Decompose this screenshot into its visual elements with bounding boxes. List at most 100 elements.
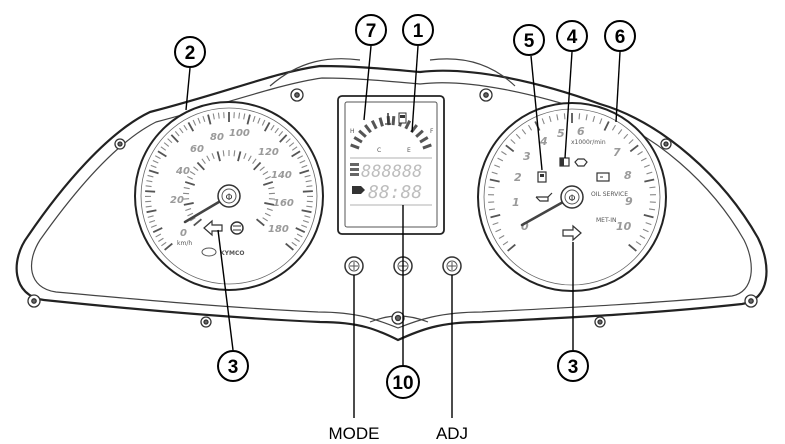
- speedometer-unit: km/h: [177, 240, 192, 247]
- tachometer-tick: [623, 133, 629, 140]
- speedometer-tick: [278, 131, 284, 137]
- tachometer-scale-8: 8: [624, 169, 632, 182]
- speedometer-tick: [152, 227, 163, 234]
- tachometer-scale-4: 4: [539, 135, 548, 148]
- speedometer-inner-tick: [253, 161, 262, 171]
- tachometer-tick: [648, 208, 656, 211]
- temperature-bar: [364, 124, 372, 134]
- engine-oil-icon: [352, 186, 365, 194]
- screw: [200, 316, 212, 328]
- adj-button[interactable]: [442, 256, 462, 276]
- callout-3-left: 3: [217, 350, 249, 382]
- callout-1-label: 1: [413, 21, 424, 42]
- tachometer-tick: [643, 214, 654, 219]
- speedometer-tick: [149, 220, 156, 223]
- speedometer-tick: [243, 113, 246, 120]
- temperature-bar: [370, 120, 378, 130]
- callout-4: 4: [556, 20, 588, 52]
- screw: [594, 316, 606, 328]
- leader-line: [615, 51, 621, 123]
- callout-7: 7: [355, 14, 387, 46]
- tachometer-tick: [603, 121, 610, 131]
- oil-pressure-icon: [535, 192, 553, 202]
- speedometer-tick: [167, 138, 173, 144]
- speedometer-tick: [155, 233, 162, 238]
- speedometer-tick: [301, 209, 312, 214]
- speedometer-inner-tick: [206, 155, 211, 162]
- speedometer-inner-tick: [266, 208, 273, 211]
- speedometer-inner-tick: [268, 187, 275, 190]
- leader-line: [530, 55, 543, 171]
- speedometer-inner-tick: [201, 158, 206, 165]
- speedometer-tick: [306, 185, 313, 188]
- speedometer-tick: [163, 142, 170, 147]
- tachometer-tick: [490, 214, 501, 219]
- tachometer-scale-7: 7: [613, 146, 621, 159]
- speedometer-tick: [257, 117, 261, 124]
- speedometer-tick: [202, 115, 206, 123]
- speedometer-tick: [174, 131, 180, 137]
- fuel-bar: [422, 143, 432, 150]
- speedometer-tick: [301, 224, 308, 228]
- speedometer-tick: [302, 220, 309, 223]
- housing-hump: [269, 58, 516, 87]
- speedometer-tick: [299, 160, 306, 164]
- tachometer-tick: [505, 144, 515, 153]
- speedometer-inner-tick: [264, 212, 271, 217]
- speedometer-tick: [207, 114, 212, 125]
- speedometer-inner-tick: [264, 202, 275, 206]
- speedometer-scale-180: 180: [268, 224, 289, 235]
- tachometer-unit: x1000r/min: [571, 139, 606, 146]
- speedometer-inner-tick: [252, 158, 257, 165]
- speedometer-inner-tick: [189, 171, 196, 176]
- tachometer-tick: [643, 164, 650, 168]
- fuel-bar: [391, 116, 396, 126]
- tachometer-tick: [637, 151, 643, 156]
- speedometer-tick: [179, 127, 184, 134]
- speedometer-tick: [246, 114, 251, 125]
- high-beam-icon: [230, 221, 244, 235]
- tachometer-tick: [541, 118, 545, 125]
- svg-text:Φ: Φ: [568, 194, 575, 204]
- tachometer-tick: [494, 164, 501, 168]
- tachometer-scale-5: 5: [557, 127, 565, 140]
- speedometer-inner-tick: [185, 208, 192, 211]
- adj-button-label: ADJ: [436, 424, 468, 443]
- tachometer-tick: [592, 115, 596, 123]
- screw: [660, 138, 672, 150]
- speedometer-tick: [302, 190, 313, 193]
- tachometer-tick: [578, 113, 581, 120]
- tachometer-tick: [488, 208, 496, 211]
- speedometer-tick: [158, 237, 164, 242]
- tachometer-tick: [628, 243, 637, 252]
- tachometer-tick: [501, 151, 507, 156]
- speedometer-inner-tick: [255, 218, 265, 227]
- tachometer-tick: [585, 114, 588, 121]
- speedometer-tick: [295, 227, 306, 234]
- speedometer-tick: [147, 215, 154, 218]
- speedometer-inner-tick: [183, 187, 190, 190]
- center-lcd-display: H C F E 888888 88:88: [337, 95, 445, 235]
- met-in-label: MET-IN: [596, 217, 617, 224]
- speedometer-inner-tick: [216, 151, 221, 162]
- speedometer-inner-tick: [263, 181, 274, 186]
- temperature-bar: [350, 143, 360, 150]
- speedometer-scale-60: 60: [190, 144, 204, 155]
- right-turn-indicator-icon: [562, 224, 582, 242]
- tachometer-tick: [488, 186, 495, 189]
- trip-icon: [350, 163, 359, 176]
- speedometer: 0 20 40 60 80 100 120 140 160 180 km/h Φ…: [134, 101, 324, 291]
- speedometer-tick: [183, 124, 188, 131]
- tachometer-tick: [528, 124, 533, 131]
- speedometer-tick: [291, 241, 297, 247]
- speedometer-inner-tick: [190, 217, 196, 222]
- tachometer-tick: [639, 235, 646, 239]
- speedometer-inner-tick: [237, 151, 242, 162]
- speedometer-tick: [148, 169, 159, 175]
- mode-button[interactable]: [344, 256, 364, 276]
- speedometer-tick: [147, 174, 154, 178]
- odometer-readout: 888888: [361, 162, 422, 182]
- leader-lines: [185, 45, 621, 418]
- tachometer-scale-10: 10: [616, 220, 632, 233]
